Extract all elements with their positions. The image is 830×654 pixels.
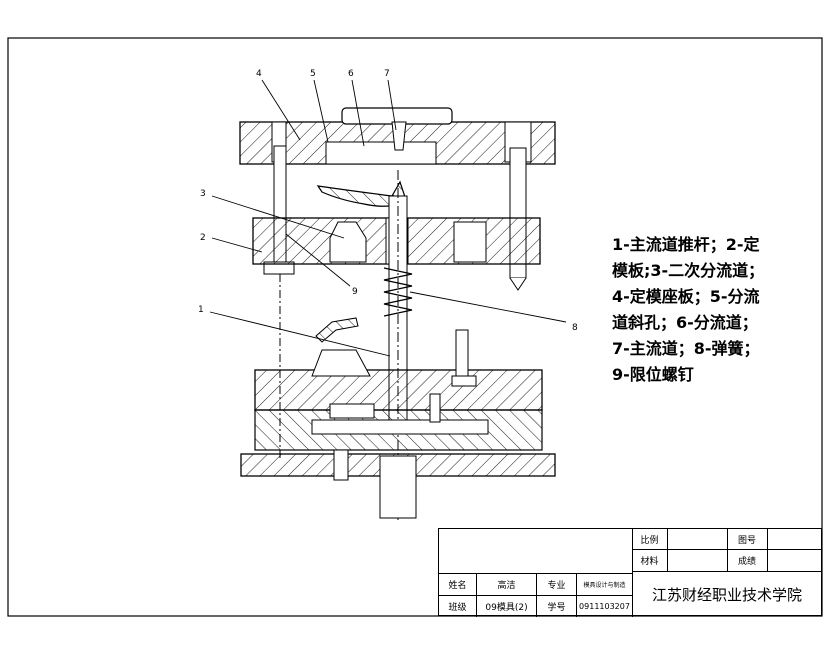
class-label: 班级 [448,603,467,613]
major-value: 模具设计与制造 [583,582,626,589]
name-label: 姓名 [448,581,467,591]
callout-9: 9 [352,287,358,297]
legend-line: 道斜孔；6-分流道； [612,313,758,332]
student-no-label: 学号 [547,603,566,613]
material-label: 材料 [640,557,659,567]
ejector-plates [254,393,543,451]
major-label: 专业 [547,581,566,591]
name-value: 高洁 [497,581,516,591]
grade-label: 成绩 [737,557,756,567]
callout-8: 8 [572,323,578,333]
legend-line: 7-主流道；8-弹簧； [612,339,760,358]
main-sprue [391,121,407,151]
scale-label: 比例 [640,535,659,546]
title-block: 比例 图号 材料 成绩 姓名 高洁 专业 模具设计与制造 班级 09模具(2) … [438,528,822,617]
callout-5: 5 [310,69,316,79]
callout-2: 2 [200,233,206,243]
moving-mold-plate [254,329,543,411]
parts-legend: 1-主流道推杆；2-定 模板;3-二次分流道； 4-定模座板；5-分流 道斜孔；… [612,232,822,388]
legend-line: 模板;3-二次分流道； [612,261,765,280]
sheet-border [7,37,823,617]
callout-4: 4 [256,69,262,79]
spring [383,267,413,317]
legend-line: 1-主流道推杆；2-定 [612,235,760,254]
part-cavity [315,317,359,343]
callout-1: 1 [198,305,204,315]
callout-3: 3 [200,189,206,199]
callout-6: 6 [348,69,354,79]
drawing-no-label: 图号 [737,535,756,546]
callout-7: 7 [384,69,390,79]
class-value: 09模具(2) [485,603,528,613]
student-no-value: 0911103207 [579,602,630,611]
legend-line: 4-定模座板；5-分流 [612,287,760,306]
moving-clamp-plate [240,449,556,519]
school-name: 江苏财经职业技术学院 [651,586,802,604]
legend-line: 9-限位螺钉 [612,365,694,384]
leader-lines [209,79,567,357]
